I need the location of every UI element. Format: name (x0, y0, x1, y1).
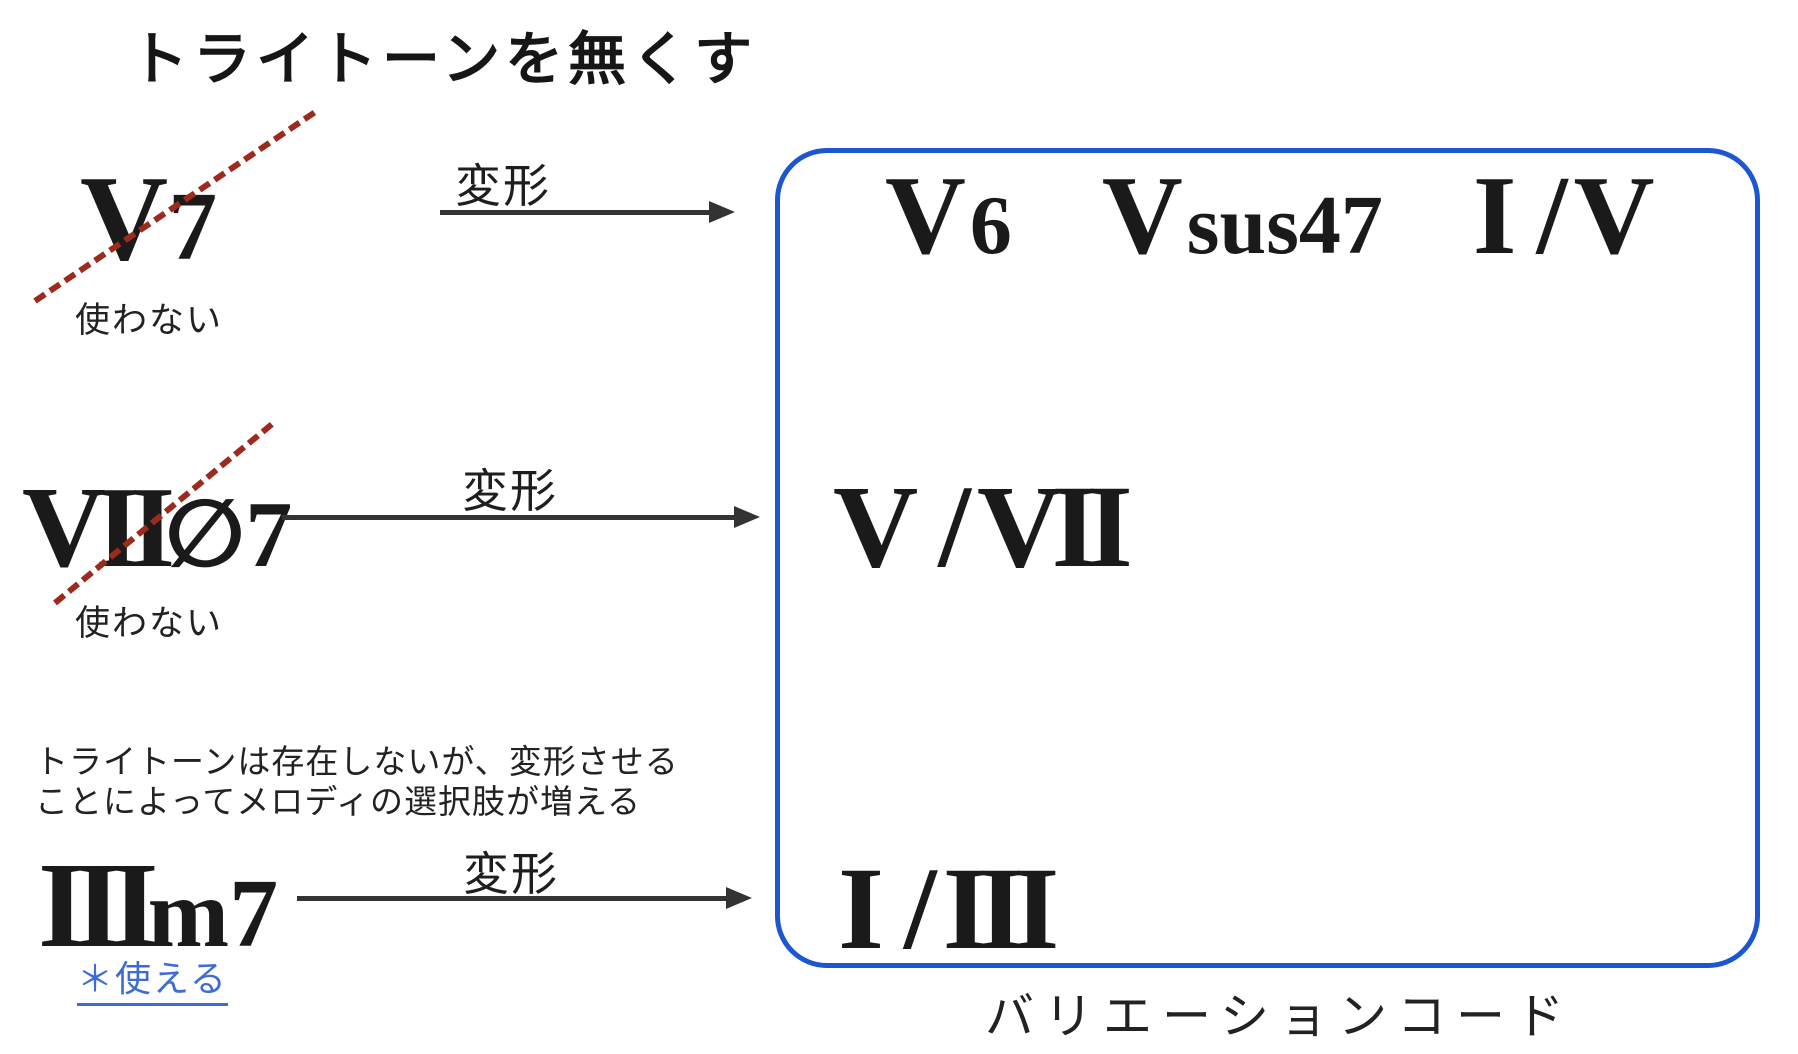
tritone-annotation-line1: トライトーンは存在しないが、変形させる (35, 743, 679, 780)
variation-box-caption: バリエーションコード (985, 990, 1575, 1044)
chord-i-over-v: I / V (1473, 160, 1655, 272)
chord-v6-suffix: 6 (969, 179, 1012, 272)
arrow-vii-to-box (282, 505, 760, 529)
variation-chords-box (775, 148, 1760, 968)
chord-vsus47-suffix: sus47 (1186, 179, 1383, 272)
chord-i-over-iii-left: I (838, 843, 884, 974)
chord-v6: V 6 (885, 160, 1012, 272)
chord-v7-suffix: 7 (168, 173, 218, 281)
tritone-annotation: トライトーンは存在しないが、変形させる ことによってメロディの選択肢が増える (35, 742, 679, 822)
chord-iii-m7: III m7 (38, 845, 278, 967)
chord-v6-numeral: V (885, 154, 966, 278)
arrow-line (297, 896, 730, 901)
chord-v-over-vii-slash: / (938, 461, 972, 592)
note-vii-unused: 使わない (75, 604, 224, 643)
arrow-iii-to-box (297, 886, 752, 910)
note-v7-unused: 使わない (75, 301, 224, 340)
chord-v7-numeral: V (80, 151, 169, 286)
transform-label-1: 変形 (455, 160, 551, 212)
variation-row-1: V 6 V sus47 I / V (885, 160, 1655, 272)
chord-vii-suffix: ∅7 (164, 483, 293, 587)
chord-i-over-iii: I / III (838, 843, 1060, 974)
chord-vsus47: V sus47 (1102, 160, 1383, 272)
chord-i-over-v-slash: / (1536, 154, 1568, 278)
chord-vsus47-numeral: V (1101, 154, 1183, 278)
transform-label-2: 変形 (462, 465, 558, 517)
chord-vii-numeral: VII (22, 464, 175, 592)
arrow-line (440, 210, 713, 215)
chord-iii-suffix: m7 (147, 860, 279, 968)
chord-i-over-iii-right: III (942, 843, 1060, 974)
transform-label-3: 変形 (463, 848, 559, 900)
chord-v-over-vii: V / VII (833, 461, 1133, 592)
chord-i-over-iii-slash: / (903, 843, 937, 974)
arrow-line (282, 515, 738, 520)
arrow-head-icon (734, 506, 760, 528)
chord-v-over-vii-left: V (833, 461, 919, 592)
arrow-v7-to-box (440, 200, 735, 224)
arrow-head-icon (726, 887, 752, 909)
arrow-head-icon (709, 201, 735, 223)
page-title: トライトーンを無くす (130, 27, 758, 92)
chord-i-over-v-right: V (1573, 154, 1655, 278)
note-iii-usable-link[interactable]: ＊使える (77, 950, 228, 1006)
chord-i-over-v-left: I (1472, 154, 1517, 278)
chord-v-over-vii-right: VII (977, 461, 1133, 592)
tritone-annotation-line2: ことによってメロディの選択肢が増える (35, 783, 642, 820)
chord-iii-numeral: III (38, 838, 158, 973)
chord-vii-halfdim7: VII ∅7 (22, 470, 292, 586)
chord-v7: V 7 (80, 158, 217, 280)
